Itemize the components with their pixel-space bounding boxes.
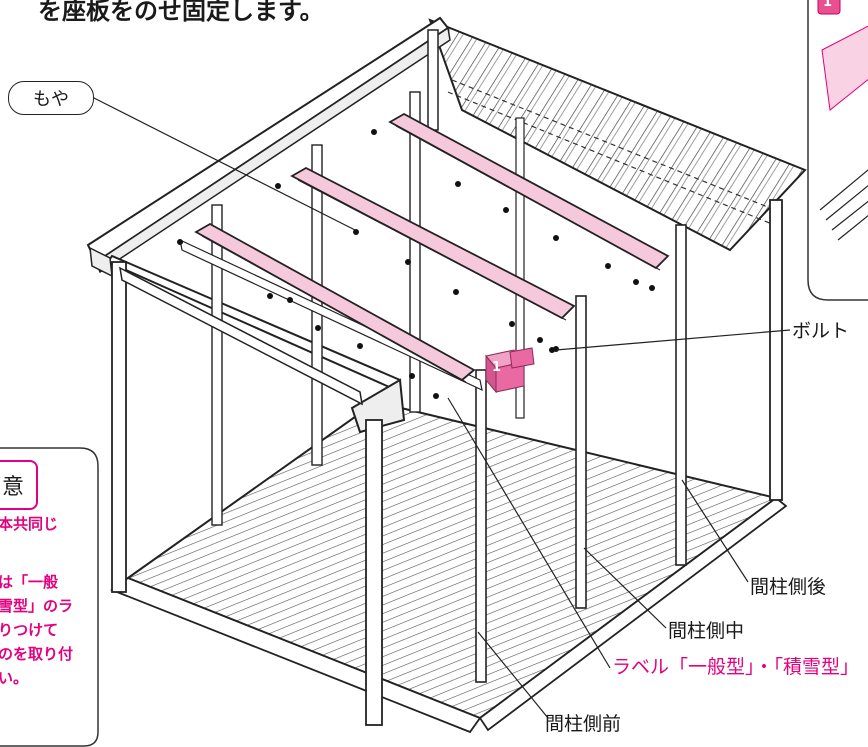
middle-post-label: 間柱側中 <box>668 620 745 642</box>
caution-frame <box>0 447 99 747</box>
caution-line-2: は「一般 <box>0 573 59 591</box>
caution-line-4: りつけて <box>0 621 59 639</box>
header-instruction: を座板をのせ固定します。 <box>38 0 324 25</box>
post-front-left <box>111 261 127 593</box>
front-post-label: 間柱側前 <box>545 713 622 735</box>
post-rear-inner <box>675 224 687 566</box>
side-rail <box>119 266 363 406</box>
post-back-right <box>769 199 783 501</box>
post-back-left <box>427 29 439 131</box>
front-beam-end <box>350 378 406 434</box>
post-back-inner1 <box>211 204 223 526</box>
post-front-inner <box>475 369 487 683</box>
label-note: ラベル「一般型」・「積雪型」 <box>612 656 860 678</box>
post-back-inner3 <box>409 91 421 413</box>
inset-part-number: 1 <box>823 0 833 10</box>
bolt-label: ボルト <box>792 320 850 342</box>
rear-post-label: 間柱側後 <box>750 576 827 598</box>
caution-line-3: 雪型」のラ <box>0 597 74 615</box>
back-beam-face <box>95 26 451 274</box>
moya-callout: もや <box>8 81 94 115</box>
inset-pink-shape <box>821 25 868 111</box>
post-back-inner4 <box>515 117 525 419</box>
caution-line-1: 本共同じ <box>0 515 59 533</box>
inset-lines <box>819 169 868 241</box>
roof-edge-dash2 <box>447 91 773 225</box>
part-1-badge <box>485 347 535 394</box>
leader-lines <box>91 96 791 719</box>
roof-edge-dash <box>451 79 781 213</box>
caution-line-5: のを取り付 <box>0 645 74 663</box>
floor-frame-right <box>478 496 788 732</box>
caution-line-6: い。 <box>0 669 29 687</box>
bolts <box>177 129 655 399</box>
inset-frame <box>807 0 868 301</box>
caution-title-text: 意 <box>1 475 24 500</box>
caution-title: 意 <box>0 460 38 510</box>
roof-sheet <box>428 18 807 252</box>
inset-badge <box>817 0 841 15</box>
moya-label: もや <box>33 89 69 110</box>
post-front-right <box>365 419 383 726</box>
post-middle-inner <box>575 295 587 609</box>
part-number: 1 <box>492 360 502 375</box>
